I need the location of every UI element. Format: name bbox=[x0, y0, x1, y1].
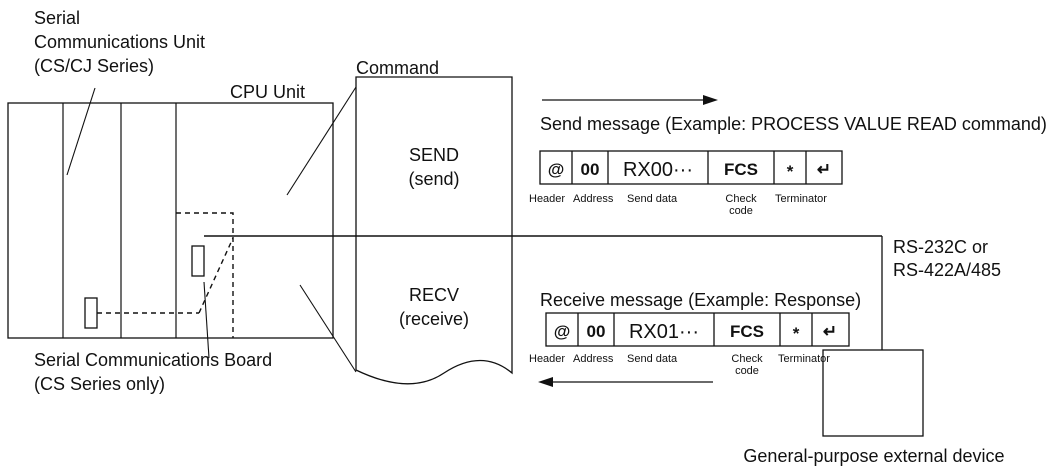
send-header-field: @ bbox=[548, 160, 565, 179]
svg-text:Address: Address bbox=[573, 353, 614, 365]
send-title: SEND bbox=[409, 145, 459, 165]
svg-text:Serial Communications Board: Serial Communications Board bbox=[34, 350, 272, 370]
send-terminator-cr-icon: ↵ bbox=[817, 160, 831, 179]
svg-text:Terminator: Terminator bbox=[778, 353, 830, 365]
command-label: Command bbox=[356, 58, 439, 78]
send-message-label: Send message (Example: PROCESS VALUE REA… bbox=[540, 114, 1047, 134]
svg-text:RS-422A/485: RS-422A/485 bbox=[893, 260, 1001, 280]
svg-text:Check: Check bbox=[731, 353, 763, 365]
send-fcs-field: FCS bbox=[724, 160, 758, 179]
command-panel: Command SEND (send) RECV (receive) bbox=[286, 58, 513, 385]
send-sub: (send) bbox=[408, 169, 459, 189]
send-address-field: 00 bbox=[581, 160, 600, 179]
recv-terminator-star: * bbox=[793, 324, 800, 343]
svg-text:Check: Check bbox=[725, 193, 757, 205]
recv-title: RECV bbox=[409, 285, 459, 305]
svg-text:RS-232C or: RS-232C or bbox=[893, 237, 988, 257]
svg-text:Address: Address bbox=[573, 193, 614, 205]
svg-text:code: code bbox=[729, 205, 753, 217]
svg-text:Send data: Send data bbox=[627, 193, 678, 205]
serial-communications-board bbox=[84, 212, 234, 338]
send-data-field: RX00··· bbox=[623, 159, 693, 181]
recv-fcs-field: FCS bbox=[730, 322, 764, 341]
svg-text:Send data: Send data bbox=[627, 353, 678, 365]
external-device: General-purpose external device bbox=[743, 349, 1005, 466]
svg-text:code: code bbox=[735, 365, 759, 377]
receive-frame: @ 00 RX01··· FCS * ↵ Header Address Send… bbox=[529, 312, 850, 377]
communication-line bbox=[191, 235, 883, 350]
external-device-label: General-purpose external device bbox=[743, 446, 1004, 466]
receive-arrow bbox=[538, 377, 713, 387]
svg-text:(CS/CJ Series): (CS/CJ Series) bbox=[34, 56, 154, 76]
svg-text:Serial: Serial bbox=[34, 8, 80, 28]
rs-label: RS-232C or RS-422A/485 bbox=[893, 237, 1001, 280]
plc-rack bbox=[7, 102, 334, 339]
cpu-unit-label: CPU Unit bbox=[230, 82, 305, 102]
recv-terminator-cr-icon: ↵ bbox=[823, 322, 837, 341]
recv-address-field: 00 bbox=[587, 322, 606, 341]
recv-header-field: @ bbox=[554, 322, 571, 341]
send-arrow bbox=[542, 95, 718, 105]
recv-data-field: RX01··· bbox=[629, 321, 699, 343]
svg-text:Terminator: Terminator bbox=[775, 193, 827, 205]
svg-text:Communications Unit: Communications Unit bbox=[34, 32, 205, 52]
send-terminator-star: * bbox=[787, 162, 794, 181]
recv-sub: (receive) bbox=[399, 309, 469, 329]
scb-label: Serial Communications Board (CS Series o… bbox=[34, 281, 272, 394]
scu-label: Serial Communications Unit (CS/CJ Series… bbox=[34, 8, 205, 176]
receive-message-label: Receive message (Example: Response) bbox=[540, 290, 861, 310]
svg-text:(CS Series only): (CS Series only) bbox=[34, 374, 165, 394]
svg-text:Header: Header bbox=[529, 193, 565, 205]
send-frame: @ 00 RX00··· FCS * ↵ Header Address Send… bbox=[529, 150, 843, 217]
svg-text:Header: Header bbox=[529, 353, 565, 365]
